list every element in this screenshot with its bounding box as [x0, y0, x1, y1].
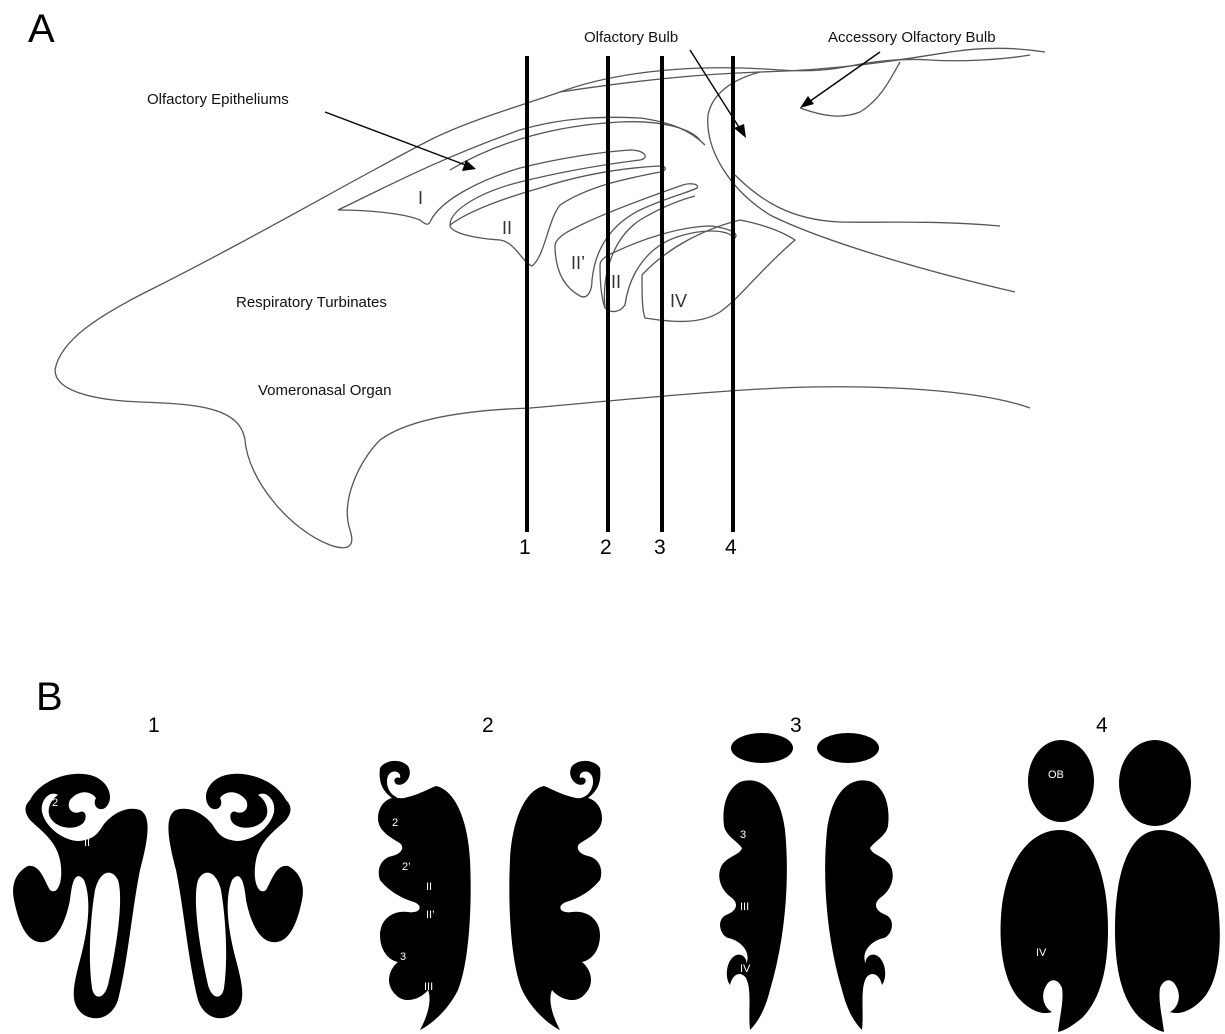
- section-2-label-2-prime: 2’: [402, 861, 411, 873]
- section-3-right: [825, 780, 893, 1030]
- label-olfactory-bulb: Olfactory Bulb: [584, 29, 678, 46]
- turbinate-ii-prime: [555, 184, 698, 297]
- panel-b-letter: B: [36, 675, 63, 719]
- section-number-4: 4: [725, 536, 737, 559]
- olfactory-bulb-lower: [735, 175, 1000, 226]
- olfactory-bulb-outline: [708, 72, 1015, 292]
- arrow-olfactory-epitheliums: [325, 112, 476, 171]
- section-2-label-iii: III: [424, 981, 433, 993]
- section-2-label-ii: II: [426, 881, 432, 893]
- cross-section-2: 1 2 2’ II II’ 3 III: [378, 761, 602, 1030]
- turbinate-label-ii: II: [502, 218, 512, 238]
- section-2-right: [509, 761, 602, 1030]
- section-3-bulb-right: [817, 733, 879, 763]
- section-3-left: [719, 780, 787, 1030]
- turbinate-label-ii-prime: II’: [571, 253, 585, 273]
- cross-section-3: 3 III IV: [719, 733, 893, 1030]
- section-2-label-1: 1: [396, 789, 402, 801]
- section-3-bulb-left: [731, 733, 793, 763]
- label-respiratory-turbinates: Respiratory Turbinates: [236, 294, 387, 311]
- section-2-label-ii-prime: II’: [426, 909, 435, 921]
- turbinate-iv: [642, 220, 795, 321]
- arrow-accessory-olfactory-bulb: [800, 52, 880, 108]
- dorsal-contour: [560, 48, 1045, 92]
- turbinate-label-i: I: [418, 188, 423, 208]
- section-4-label-ob: OB: [1048, 769, 1064, 781]
- section-number-1: 1: [519, 536, 531, 559]
- section-title-2: 2: [482, 714, 494, 737]
- panel-a-letter: A: [28, 7, 55, 51]
- section-1-left: [13, 774, 147, 1019]
- section-4-label-iv: IV: [1036, 947, 1047, 959]
- section-2-label-3: 3: [400, 951, 406, 963]
- section-1-right: [168, 774, 302, 1019]
- section-number-3: 3: [654, 536, 666, 559]
- arrow-olfactory-bulb: [690, 50, 746, 138]
- turbinate-label-iii: II: [611, 272, 621, 292]
- section-3-label-iii: III: [740, 901, 749, 913]
- section-title-4: 4: [1096, 714, 1108, 737]
- section-title-1: 1: [148, 714, 160, 737]
- section-4-olfactory-bulb-left: [1028, 740, 1094, 822]
- head-outline: [55, 55, 1030, 548]
- section-4-left: [1001, 830, 1108, 1032]
- section-1-label-2: 2: [52, 797, 58, 809]
- section-4-olfactory-bulb-right: [1119, 740, 1191, 826]
- label-accessory-olfactory-bulb: Accessory Olfactory Bulb: [828, 29, 996, 46]
- turbinate-ii: [450, 166, 665, 266]
- section-1-label-ii: II: [84, 837, 90, 849]
- turbinate-label-iv: IV: [670, 291, 687, 311]
- section-4-right: [1115, 830, 1220, 1032]
- cross-section-4: OB IV: [1001, 740, 1220, 1032]
- label-vomeronasal-organ: Vomeronasal Organ: [258, 382, 391, 399]
- label-olfactory-epitheliums: Olfactory Epitheliums: [147, 91, 289, 108]
- section-2-label-2: 2: [392, 817, 398, 829]
- section-3-label-iv: IV: [740, 963, 751, 975]
- section-3-label-3: 3: [740, 829, 746, 841]
- section-1-label-1: 1: [88, 799, 94, 811]
- cross-section-1: 2 1 II: [13, 774, 303, 1019]
- section-number-2: 2: [600, 536, 612, 559]
- section-title-3: 3: [790, 714, 802, 737]
